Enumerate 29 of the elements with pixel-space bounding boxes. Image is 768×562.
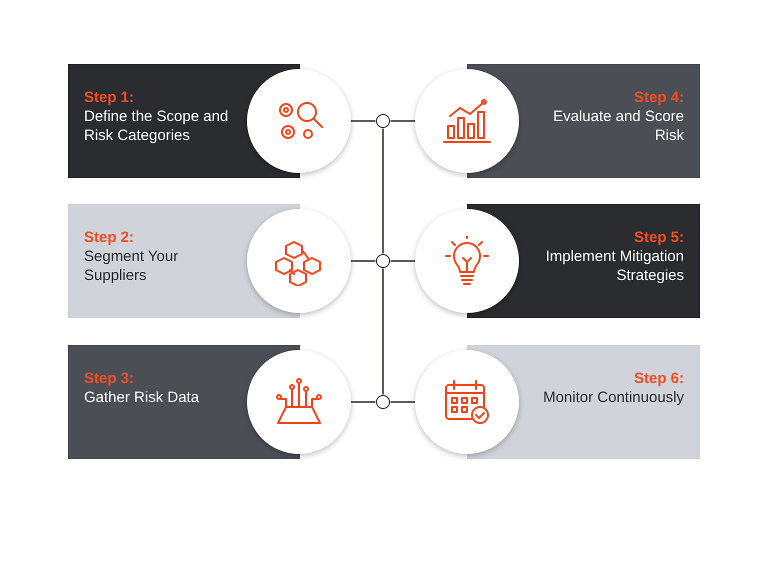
step-label: Step 2: — [84, 228, 134, 247]
step-card — [415, 204, 700, 318]
junction-dot — [376, 254, 390, 268]
step-label: Step 4: — [634, 88, 684, 107]
connector-line — [351, 401, 376, 403]
connector-line — [390, 401, 415, 403]
step-card — [68, 64, 353, 178]
step-label: Step 1: — [84, 88, 134, 107]
step-description: Evaluate and Score Risk — [552, 107, 684, 145]
connector-line — [382, 128, 384, 254]
junction-dot — [376, 114, 390, 128]
junction-dot — [376, 394, 390, 408]
connector-line — [351, 120, 376, 122]
step-card — [68, 204, 353, 318]
step-description: Segment Your Suppliers — [84, 247, 180, 285]
connector-line — [382, 268, 384, 394]
step-label: Step 3: — [84, 369, 134, 388]
connector-line — [351, 260, 376, 262]
connector-line — [390, 260, 415, 262]
connector-line — [390, 120, 415, 122]
step-description: Implement Mitigation Strategies — [544, 247, 684, 285]
step-card — [415, 345, 700, 459]
step-description: Define the Scope and Risk Categories — [84, 107, 230, 145]
step-card — [68, 345, 353, 459]
step-label: Step 5: — [634, 228, 684, 247]
step-description: Monitor Continuously — [542, 388, 684, 407]
step-card — [415, 64, 700, 178]
step-description: Gather Risk Data — [84, 388, 200, 407]
step-label: Step 6: — [634, 369, 684, 388]
